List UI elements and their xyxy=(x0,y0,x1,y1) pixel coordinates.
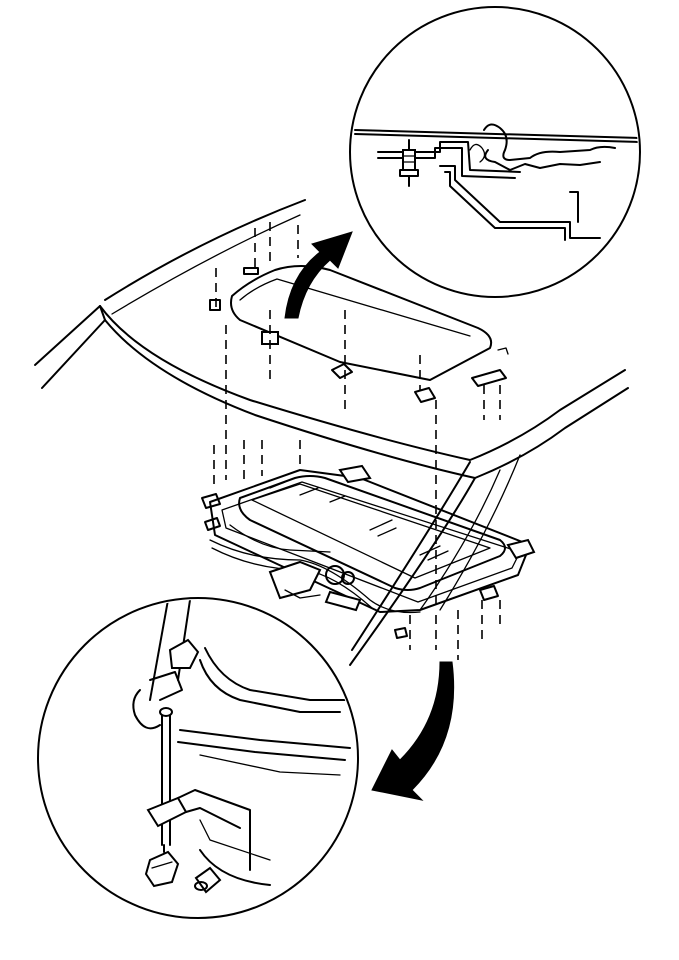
detail-bolt-head xyxy=(144,850,180,888)
roof-clip-3 xyxy=(414,387,436,403)
detail-drain-nipple xyxy=(194,866,222,894)
sunroof-motor xyxy=(268,560,322,600)
roof-clips xyxy=(209,267,509,403)
roof-edge-section-detail xyxy=(349,6,641,298)
alignment-lines xyxy=(213,222,501,660)
detail-bolt xyxy=(402,149,416,171)
roof-clip-5 xyxy=(209,299,221,311)
sunroof-mounting-bolt-detail xyxy=(37,597,359,919)
sunroof-module xyxy=(201,464,536,639)
roof-sunroof-opening xyxy=(230,265,493,381)
roof-clip-6 xyxy=(243,267,259,275)
callout-arrow-upper xyxy=(284,231,353,319)
roof-panel xyxy=(34,199,629,666)
sunroof-glass xyxy=(238,475,506,591)
detail-upper-clip xyxy=(168,638,200,669)
roof-clip-4 xyxy=(471,369,507,387)
callout-arrow-lower xyxy=(371,661,455,801)
roof-clip-2 xyxy=(331,363,353,379)
roof-clip-7 xyxy=(497,347,509,355)
